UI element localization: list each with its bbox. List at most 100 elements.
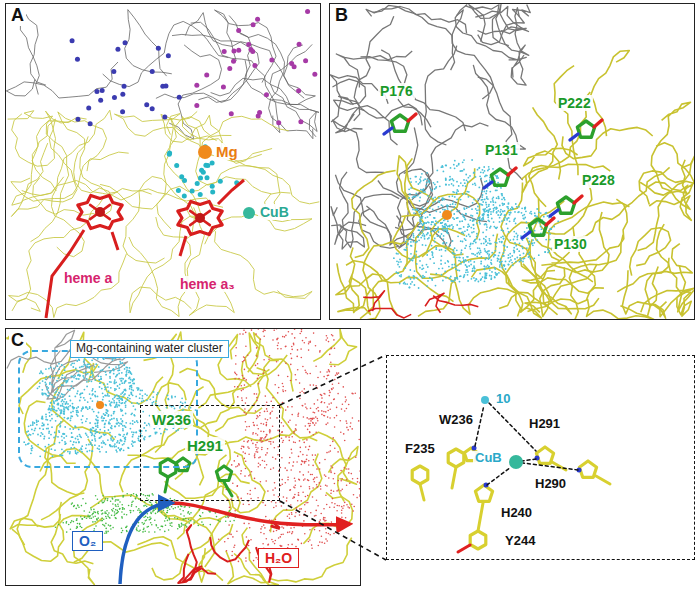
dot-surface [283, 425, 285, 427]
dot-surface [300, 451, 302, 453]
dot-surface [458, 185, 460, 187]
dot-surface [424, 178, 426, 180]
water-sphere [210, 161, 215, 166]
dot-surface [459, 210, 461, 212]
dot-surface [456, 257, 458, 259]
dot-surface [479, 239, 481, 241]
dot-surface [312, 422, 314, 424]
dot-surface [343, 433, 345, 435]
dot-surface [244, 359, 246, 361]
water-sphere [229, 111, 234, 116]
dot-surface [443, 235, 445, 237]
proline-ring [557, 197, 574, 213]
dot-surface [441, 255, 443, 257]
dot-surface [447, 261, 449, 263]
dot-surface [465, 219, 467, 221]
dot-surface [255, 451, 257, 453]
dot-surface [309, 425, 311, 427]
dot-surface [341, 510, 343, 512]
dot-surface [467, 271, 469, 273]
dot-surface [261, 526, 263, 528]
backbone-trace [172, 34, 259, 102]
dot-surface [302, 340, 304, 342]
dot-surface [431, 251, 433, 253]
dot-surface [284, 336, 286, 338]
dot-surface [319, 462, 321, 464]
dot-surface [324, 393, 326, 395]
dot-surface [475, 176, 477, 178]
dot-surface [287, 406, 289, 408]
dot-surface [291, 449, 293, 451]
bond [384, 128, 392, 134]
dot-surface [258, 466, 260, 468]
dot-surface [349, 426, 351, 428]
dot-surface [456, 199, 458, 201]
water-sphere [312, 72, 317, 77]
dot-surface [266, 402, 268, 404]
dot-surface [304, 461, 306, 463]
dot-surface [275, 502, 277, 504]
dot-surface [547, 248, 549, 250]
dot-surface [288, 331, 290, 333]
dot-surface [488, 205, 490, 207]
dot-surface [431, 221, 433, 223]
dot-surface [507, 228, 509, 230]
dot-surface [508, 217, 510, 219]
dot-surface [449, 277, 451, 279]
dot-surface [482, 276, 484, 278]
dot-surface [244, 475, 246, 477]
dot-surface [449, 225, 451, 227]
dot-surface [430, 188, 432, 190]
dot-surface [260, 532, 262, 534]
dot-surface [262, 543, 264, 545]
dot-surface [355, 457, 357, 459]
backbone-trace [577, 167, 670, 238]
dot-surface [495, 227, 497, 229]
dot-surface [487, 242, 489, 244]
dot-surface [529, 252, 531, 254]
backbone-trace [232, 452, 266, 513]
dot-surface [301, 329, 303, 331]
dot-surface [408, 276, 410, 278]
dot-surface [291, 349, 293, 351]
dot-surface [479, 167, 481, 169]
backbone-trace [368, 309, 411, 318]
dot-surface [445, 184, 447, 186]
water-sphere [203, 163, 208, 168]
dot-surface [530, 211, 532, 213]
dot-surface [483, 213, 485, 215]
dot-surface [484, 274, 486, 276]
dot-surface [307, 495, 309, 497]
dot-surface [437, 235, 439, 237]
proline-ring [391, 115, 408, 131]
dot-surface [418, 239, 420, 241]
dot-surface [453, 180, 455, 182]
dot-surface [463, 159, 465, 161]
dot-surface [293, 496, 295, 498]
dot-surface [315, 510, 317, 512]
backbone-trace [215, 10, 277, 83]
proline-ring [577, 121, 594, 137]
water-sphere [255, 17, 260, 22]
dot-surface [333, 491, 335, 493]
dot-surface [243, 441, 245, 443]
dot-surface [435, 229, 437, 231]
dot-surface [419, 226, 421, 228]
dot-surface [295, 480, 297, 482]
dot-surface [523, 253, 525, 255]
dot-surface [243, 446, 245, 448]
dot-surface [342, 403, 344, 405]
dot-surface [484, 248, 486, 250]
dot-surface [282, 483, 284, 485]
dot-surface [326, 485, 328, 487]
dot-surface [424, 222, 426, 224]
dot-surface [467, 181, 469, 183]
dot-surface [333, 339, 335, 341]
dot-surface [424, 238, 426, 240]
dot-surface [494, 267, 496, 269]
backbone-trace [403, 158, 424, 270]
dot-surface [255, 410, 257, 412]
dot-surface [412, 260, 414, 262]
dot-surface [443, 230, 445, 232]
dot-surface [254, 453, 256, 455]
